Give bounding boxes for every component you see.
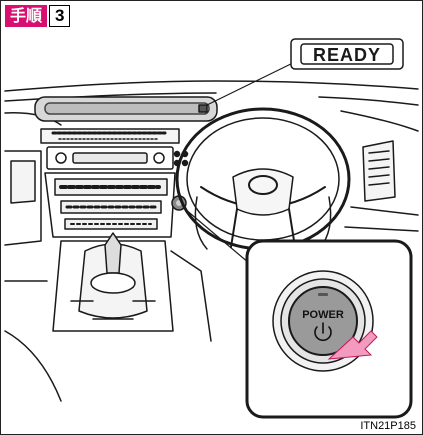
audio-panel — [47, 147, 188, 169]
power-label: POWER — [302, 309, 344, 321]
step-number: 3 — [49, 5, 70, 27]
power-button-inset: POWER — [247, 241, 411, 417]
step-label: 手順 — [5, 5, 47, 27]
ready-indicator-lamp — [199, 105, 207, 112]
steering-wheel — [177, 109, 349, 249]
step-header: 手順 3 — [5, 5, 70, 27]
shift-lever — [105, 233, 121, 273]
power-leader-line — [185, 209, 249, 263]
center-console — [53, 233, 173, 331]
instrument-display — [35, 97, 217, 121]
right-air-vent — [363, 141, 395, 201]
climate-panel — [45, 173, 175, 237]
ready-text: READY — [313, 45, 381, 65]
power-indicator-lamp — [318, 293, 328, 296]
figure-code: ITN21P185 — [360, 420, 416, 432]
windshield-edge — [5, 81, 418, 91]
ready-callout: READY — [291, 39, 403, 69]
